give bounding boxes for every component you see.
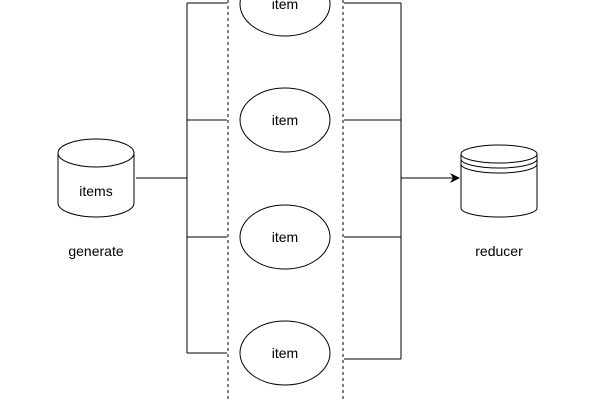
fan-out-connector bbox=[136, 2, 227, 354]
item-node-4: item bbox=[239, 320, 331, 386]
fan-in-connector bbox=[344, 2, 460, 360]
items-cylinder: items bbox=[57, 138, 135, 218]
item-node-label: item bbox=[272, 345, 298, 361]
items-cylinder-label: items bbox=[79, 183, 112, 199]
item-node-label: item bbox=[272, 112, 298, 128]
generate-caption: generate bbox=[68, 243, 123, 259]
item-node-label: item bbox=[272, 229, 298, 245]
reducer-caption: reducer bbox=[475, 243, 523, 259]
item-node-1: item bbox=[239, 0, 331, 37]
item-node-2: item bbox=[239, 87, 331, 153]
reducer-cylinder bbox=[460, 144, 538, 218]
item-node-label: item bbox=[272, 0, 298, 12]
item-node-3: item bbox=[239, 204, 331, 270]
